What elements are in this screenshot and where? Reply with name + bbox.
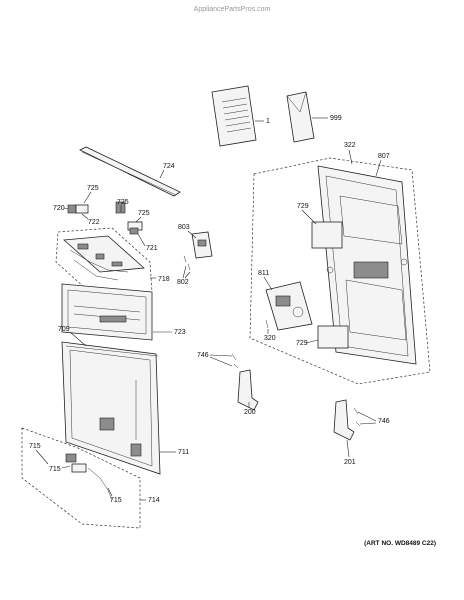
callout-201: 201 xyxy=(344,459,356,466)
callout-718: 718 xyxy=(158,276,170,283)
screw-part xyxy=(265,319,269,329)
detergent-dispenser-part xyxy=(265,281,313,331)
callout-729-b: 729 xyxy=(296,340,308,347)
right-door-hinge-part xyxy=(333,399,361,441)
literature-envelope-part xyxy=(286,91,315,143)
callout-715-a: 715 xyxy=(29,443,41,450)
rating-label-part xyxy=(311,221,343,249)
callout-725-a: 725 xyxy=(87,185,99,192)
door-latch-part xyxy=(183,231,213,271)
callout-715-b: 715 xyxy=(49,466,61,473)
callout-729-a: 729 xyxy=(297,203,309,210)
callout-714: 714 xyxy=(148,497,160,504)
callout-725-b: 725 xyxy=(117,199,129,206)
watermark-text: AppliancePartsPros.com xyxy=(194,6,271,13)
callout-722: 722 xyxy=(88,219,100,226)
callout-807: 807 xyxy=(378,153,390,160)
control-board-part xyxy=(63,235,145,281)
control-panel-console-part xyxy=(61,283,153,341)
wiring-label-part xyxy=(317,325,349,349)
callout-999: 999 xyxy=(330,115,342,122)
callout-746-a: 746 xyxy=(197,352,209,359)
callout-724: 724 xyxy=(163,163,175,170)
art-number-text: (ART NO. WD8489 C22) xyxy=(364,540,436,547)
left-door-hinge-part xyxy=(231,353,259,411)
callout-720: 720 xyxy=(53,205,65,212)
owner-manual-part xyxy=(211,85,257,147)
callout-725-c: 725 xyxy=(138,210,150,217)
callout-721: 721 xyxy=(146,245,158,252)
door-top-trim-part xyxy=(79,146,181,197)
callout-711: 711 xyxy=(178,449,189,456)
callout-320: 320 xyxy=(264,335,276,342)
callout-715-c: 715 xyxy=(110,497,122,504)
callout-811: 811 xyxy=(258,270,269,277)
callout-322: 322 xyxy=(344,142,356,149)
callout-200: 200 xyxy=(244,409,256,416)
callout-709: 709 xyxy=(58,326,70,333)
callout-803: 803 xyxy=(178,224,190,231)
inner-door-panel-part xyxy=(317,165,417,365)
callout-746-b: 746 xyxy=(378,418,390,425)
callout-802: 802 xyxy=(177,279,189,286)
wire-harness-group-outline xyxy=(21,427,141,529)
inner-door-group-outline xyxy=(249,157,431,385)
wire-harness-part xyxy=(65,453,113,501)
hinge-bracket-parts xyxy=(67,201,143,235)
outer-door-panel-part xyxy=(61,341,161,475)
callout-723: 723 xyxy=(174,329,186,336)
callout-1: 1 xyxy=(266,118,270,125)
